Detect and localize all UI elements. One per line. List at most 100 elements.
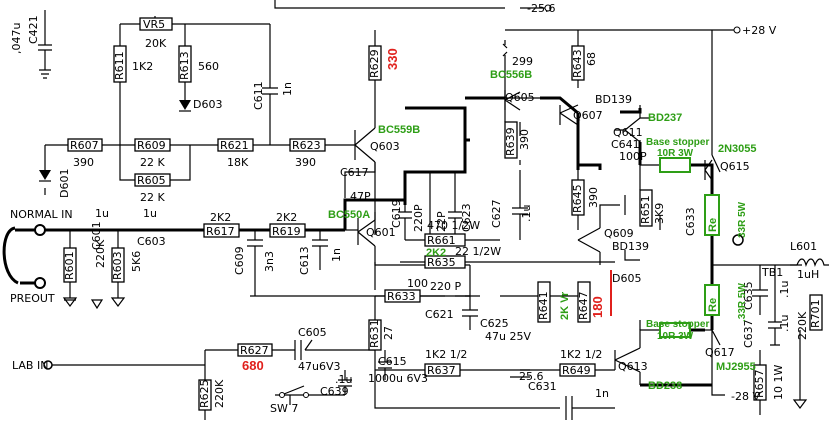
- re-top-note: Re: [707, 218, 719, 232]
- base-stopper-top: [659, 157, 691, 173]
- c617-value: 47P: [350, 190, 371, 203]
- c641-value: 100P: [619, 150, 647, 163]
- r627-mod-note: 680: [242, 358, 264, 373]
- r629-label: R629: [368, 49, 381, 78]
- q617-label: Q617: [705, 346, 735, 359]
- bd139-top-label: BD139: [595, 93, 632, 106]
- re-bottom: [704, 284, 720, 316]
- c601-label: C601: [90, 221, 103, 250]
- c639-label: C639: [320, 385, 349, 398]
- c637-value: .1u: [778, 315, 791, 332]
- wiring: [2, 0, 829, 420]
- d601-label: D601: [58, 169, 71, 198]
- r631-value: 27: [382, 326, 395, 340]
- mj2955-note: MJ2955: [716, 361, 756, 373]
- c617-label: C617: [340, 166, 369, 179]
- r625-value: 220K: [213, 379, 226, 408]
- tb1-label: TB1: [761, 266, 783, 279]
- c641-label: C641: [611, 138, 640, 151]
- preout-label: PREOUT: [10, 292, 55, 305]
- d603-label: D603: [193, 98, 222, 111]
- net-labels: -25.6 +28 V -28 V -25.6 NORMAL IN PREOUT…: [10, 2, 783, 415]
- c611-value: 1n: [281, 82, 294, 96]
- q607-symbol: [559, 104, 579, 126]
- r609-value: 22 K: [140, 156, 165, 169]
- c615-label: C615: [378, 355, 407, 368]
- q603-label: Q603: [370, 140, 400, 153]
- q601-label: Q601: [366, 226, 396, 239]
- vr5-body: [139, 17, 173, 31]
- r635-label: R635: [427, 256, 456, 269]
- c603-value: 1u: [143, 207, 157, 220]
- q615-label: Q615: [720, 160, 750, 173]
- r641-mod-note: 2K Vr: [559, 291, 571, 320]
- rail-minus-label: -28 V: [731, 390, 760, 403]
- base-stopper-bottom: [659, 322, 691, 338]
- c613-value: 1n: [330, 248, 343, 262]
- bd139-bottom-label: BD139: [612, 240, 649, 253]
- top-supply-label: -25.6: [527, 2, 555, 15]
- bc556b-note: BC556B: [490, 69, 532, 81]
- q607-label: Q607: [573, 109, 603, 122]
- r637-label: R637: [427, 364, 456, 377]
- c619-value: 220P: [412, 204, 425, 232]
- diodes: D601 D603 D605: [39, 98, 641, 316]
- r613-value: 560: [198, 60, 219, 73]
- r603-label: R603: [111, 251, 124, 280]
- re-top-value: 33R 5W: [737, 201, 748, 238]
- r661-label: R661: [427, 234, 456, 247]
- r611-label: R611: [113, 51, 126, 80]
- resistors: VR5 20K R611 1K2 R613 560 R607 390 R609 …: [63, 17, 823, 411]
- base-stopper-bottom-value: 10R 3W: [657, 331, 694, 342]
- r651-label: R651: [639, 195, 652, 224]
- base-stopper-top-value: 10R 3W: [657, 148, 694, 159]
- normal-in-label: NORMAL IN: [10, 208, 73, 221]
- c625-label: C625: [480, 317, 509, 330]
- component-labels: C421 ,047u C611 1n C617 47P C619 220P 22…: [10, 15, 819, 400]
- r641-label: R641: [537, 291, 550, 320]
- r701-label: R701: [809, 299, 822, 328]
- q611-label: Q611: [613, 126, 643, 139]
- re-top: [704, 194, 720, 236]
- r645-label: R645: [571, 184, 584, 213]
- base-stopper-bottom-note: Base stopper: [646, 319, 709, 330]
- r617-value: 2K2: [210, 211, 231, 224]
- r637-value: 1K2 1/2: [425, 348, 467, 361]
- c635-value: .1u: [778, 281, 791, 298]
- l601-label: L601: [790, 240, 817, 253]
- r607-label: R607: [70, 139, 99, 152]
- c633-label: C633: [684, 207, 697, 236]
- rail-plus-label: +28 V: [742, 24, 777, 37]
- r633-label: R633: [387, 290, 416, 303]
- c615-value: 1000u 6V3: [368, 372, 428, 385]
- c631-label: C631: [528, 380, 557, 393]
- c637-label: C637: [742, 319, 755, 348]
- c623-value: 22P: [435, 211, 448, 232]
- r619-value: 2K2: [276, 211, 297, 224]
- r605-value: 22 K: [140, 191, 165, 204]
- r649-label: R649: [562, 364, 591, 377]
- c631-value: 1n: [595, 387, 609, 400]
- c625-value: 47u 25V: [485, 330, 531, 343]
- r623-value: 390: [295, 156, 316, 169]
- base-stopper-top-note: Base stopper: [646, 137, 709, 148]
- r639-label: R639: [504, 127, 517, 156]
- r607-value: 390: [73, 156, 94, 169]
- bc559b-note: BC559B: [378, 124, 420, 136]
- r611-value: 1K2: [132, 60, 153, 73]
- r643-value: 68: [585, 52, 598, 66]
- r609-label: R609: [137, 139, 166, 152]
- c621-label: C621: [425, 308, 454, 321]
- c623-label: C623: [460, 203, 473, 232]
- c609-label: C609: [233, 246, 246, 275]
- neg-25-6-label: -25.6: [515, 370, 543, 383]
- c611-label: C611: [252, 81, 265, 110]
- d605-label: D605: [612, 272, 641, 285]
- c627-value: .1u: [520, 205, 533, 222]
- r619-label: R619: [272, 225, 301, 238]
- 2n3055-note: 2N3055: [718, 143, 757, 155]
- r605-label: R605: [137, 174, 166, 187]
- r649-value: 1K2 1/2: [560, 348, 602, 361]
- d603-symbol: [179, 100, 191, 110]
